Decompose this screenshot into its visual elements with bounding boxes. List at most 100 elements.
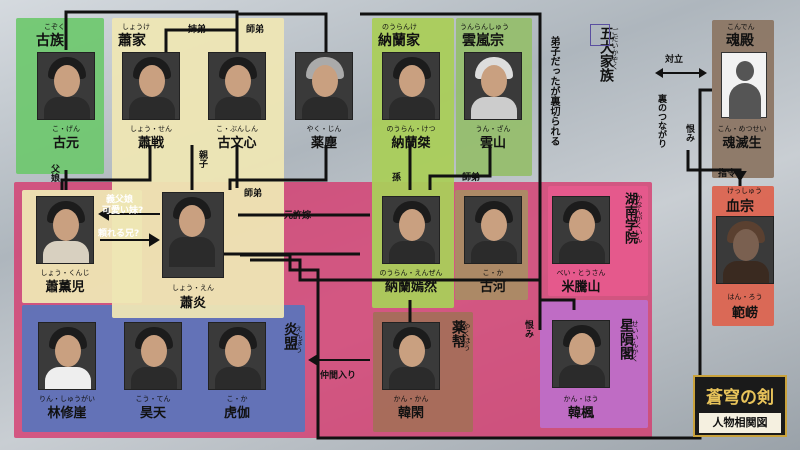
kouten-name: 昊天 bbox=[139, 406, 166, 421]
koka2-ruby: こ・か bbox=[226, 395, 248, 403]
hanrou-ruby: はん・ろう bbox=[727, 293, 763, 301]
konden-title: 魂殿 bbox=[726, 33, 754, 49]
kogen-ruby: こ・げん bbox=[52, 125, 80, 133]
show-subtitle: 人物相関図 bbox=[699, 413, 781, 433]
shoukunji-name: 蕭薫児 bbox=[45, 280, 85, 295]
unzan-ruby: うん・ざん bbox=[475, 125, 511, 133]
unzan-photo bbox=[464, 52, 522, 120]
koka2-name: 虎伽 bbox=[223, 406, 250, 421]
konan-ruby: かなんがくいん bbox=[635, 194, 643, 243]
koka2-photo bbox=[208, 322, 266, 390]
shousen-name: 蕭戦 bbox=[137, 136, 164, 151]
kouten-photo bbox=[124, 322, 182, 390]
enpou-title: 炎盟 bbox=[282, 322, 298, 350]
label-ura: 裏のつながり bbox=[656, 94, 666, 148]
kobunshin-ruby: こ・ぶんしん bbox=[216, 125, 258, 133]
rinshuugai-name: 林修崖 bbox=[47, 406, 87, 421]
label-mago: 孫 bbox=[392, 173, 402, 183]
yakujin-name: 薬塵 bbox=[310, 136, 337, 151]
keppu-ruby: けっしゅう bbox=[727, 187, 762, 195]
label-oyako: 親子 bbox=[197, 150, 207, 168]
shoke-ruby: しょうけ bbox=[122, 23, 150, 31]
shousen-ruby: しょう・せん bbox=[130, 125, 172, 133]
noranke-title: 納蘭家 bbox=[378, 33, 420, 49]
label-shitei2: 師弟 bbox=[244, 189, 263, 199]
show-title: 蒼穹の剣 bbox=[706, 388, 774, 408]
unransou-title: 雲嵐宗 bbox=[462, 33, 504, 49]
beitouzan-photo bbox=[552, 196, 610, 264]
kankan-photo bbox=[382, 322, 440, 390]
label-shirei: 指令 bbox=[718, 169, 737, 179]
label-shitei3: 師弟 bbox=[462, 173, 481, 183]
kanpou-name: 韓楓 bbox=[567, 406, 594, 421]
title-box: 蒼穹の剣 人物相関図 bbox=[693, 375, 787, 437]
koka-photo bbox=[464, 196, 522, 264]
beitouzan-name: 米騰山 bbox=[561, 280, 601, 295]
kouten-ruby: こう・てん bbox=[135, 395, 171, 403]
shouen-name: 蕭炎 bbox=[179, 296, 206, 311]
label-anetei: 姉弟 bbox=[188, 25, 207, 35]
noranenzen-photo bbox=[382, 196, 440, 264]
godai-ruby: ごだいかぞく bbox=[611, 28, 619, 70]
kanpou-photo bbox=[552, 320, 610, 388]
kogen-name: 古元 bbox=[52, 136, 79, 151]
koka-ruby: こ・か bbox=[482, 269, 504, 277]
koshu-title: 古族 bbox=[36, 33, 64, 49]
konmetsusei-ruby: こん・めつせい bbox=[717, 125, 767, 133]
godai-frame bbox=[590, 24, 610, 46]
koka-name: 古河 bbox=[479, 280, 506, 295]
noranke-ruby: のうらんけ bbox=[382, 23, 417, 31]
label-shitei1: 師弟 bbox=[246, 25, 265, 35]
enpou-ruby: えんぽう bbox=[295, 325, 303, 353]
label-gifujou: 義父娘 bbox=[106, 195, 134, 205]
kankan-ruby: かん・かん bbox=[393, 395, 429, 403]
label-kawaii: 可愛い妹? bbox=[102, 206, 144, 216]
seikaku-title: 星隕閣 bbox=[618, 318, 634, 360]
yakuhou-title: 薬幇 bbox=[450, 320, 466, 348]
unzan-name: 雲山 bbox=[479, 136, 506, 151]
keppu-title: 血宗 bbox=[726, 199, 754, 215]
label-moto: 元許嫁 bbox=[284, 211, 312, 221]
konan-title: 湖南学院 bbox=[622, 192, 637, 244]
label-taiji: 対立 bbox=[665, 55, 684, 65]
hanrou-name: 範崂 bbox=[731, 306, 758, 321]
label-fujou: 父娘 bbox=[49, 164, 59, 182]
label-tayoreru: 頼れる兄? bbox=[98, 229, 140, 239]
shoukunji-photo bbox=[36, 196, 94, 264]
label-urami2: 恨み bbox=[684, 124, 694, 142]
yakuhou-ruby: やくほう bbox=[463, 323, 471, 351]
rinshuugai-photo bbox=[38, 322, 96, 390]
kanpou-ruby: かん・ほう bbox=[563, 395, 599, 403]
shoukunji-ruby: しょう・くんじ bbox=[40, 269, 90, 277]
godai-title: 五大家族 bbox=[598, 26, 614, 82]
noranketsu-ruby: のうらん・けつ bbox=[386, 125, 436, 133]
kobunshin-name: 古文心 bbox=[217, 136, 257, 151]
koshu-ruby: こぞく bbox=[44, 23, 65, 31]
seikaku-ruby: せいいんかく bbox=[631, 320, 639, 362]
noranenzen-ruby: のうらん・えんぜん bbox=[379, 269, 443, 277]
unransou-ruby: うんらんしゅう bbox=[460, 23, 509, 31]
shouen-photo bbox=[162, 192, 224, 278]
label-nakama: 仲間入り bbox=[320, 371, 357, 381]
hanrou-photo bbox=[716, 216, 774, 284]
kogen-photo bbox=[37, 52, 95, 120]
taiji-arrow-icon bbox=[655, 68, 707, 78]
rinshuugai-ruby: りん・しゅうがい bbox=[39, 395, 95, 403]
noranketsu-name: 納蘭桀 bbox=[391, 136, 431, 151]
kobunshin-photo bbox=[208, 52, 266, 120]
yakujin-photo bbox=[295, 52, 353, 120]
shouen-ruby: しょう・えん bbox=[172, 284, 214, 292]
shousen-photo bbox=[122, 52, 180, 120]
noranenzen-name: 納蘭嫣然 bbox=[384, 280, 437, 295]
konden-ruby: こんでん bbox=[727, 23, 755, 31]
konmetsusei-silhouette-icon bbox=[721, 52, 767, 119]
yakujin-ruby: やく・じん bbox=[306, 125, 342, 133]
label-deshi: 弟子だったが裏切られる bbox=[548, 36, 559, 146]
beitouzan-ruby: べい・とうさん bbox=[556, 269, 606, 277]
label-urami1: 恨み bbox=[523, 320, 533, 338]
kankan-name: 韓閑 bbox=[397, 406, 424, 421]
noranketsu-photo bbox=[382, 52, 440, 120]
shoke-title: 蕭家 bbox=[118, 33, 146, 49]
konmetsusei-name: 魂滅生 bbox=[722, 136, 762, 151]
